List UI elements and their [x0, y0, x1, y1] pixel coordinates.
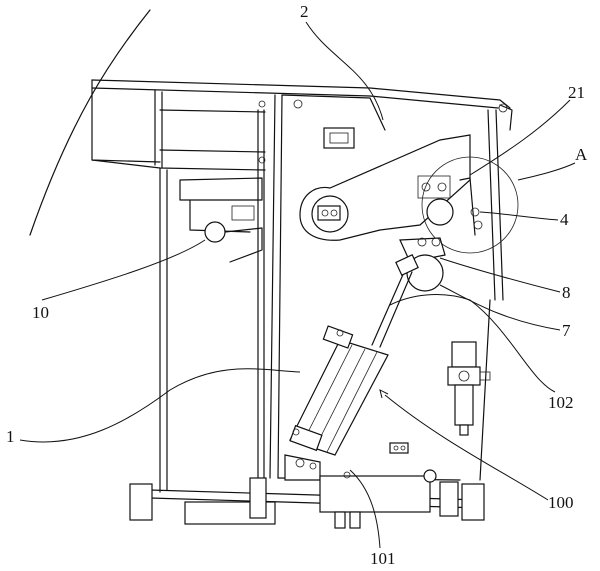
label-7: 7 [562, 321, 571, 340]
right-frame [479, 103, 513, 481]
detail-circle-a [421, 156, 519, 254]
label-101: 101 [370, 549, 396, 568]
label-102: 102 [548, 393, 574, 412]
piston-rod-102 [371, 254, 419, 348]
label-4: 4 [560, 210, 569, 229]
label-10: 10 [32, 303, 49, 322]
label-1: 1 [6, 427, 15, 446]
label-a: A [575, 145, 588, 164]
base-mount-101 [284, 454, 321, 481]
label-21: 21 [568, 83, 585, 102]
label-100: 100 [548, 493, 574, 512]
leader-lines [19, 21, 576, 549]
filter-regulator-unit [447, 341, 491, 436]
background-arc [29, 9, 151, 236]
mount-plate-top [323, 127, 355, 149]
label-2: 2 [300, 2, 309, 21]
top-beam [91, 79, 511, 171]
base-frame [129, 469, 485, 529]
cylinder-100 [289, 325, 389, 456]
fitting-small [389, 442, 409, 454]
bracket-10 [179, 177, 263, 263]
label-8: 8 [562, 283, 571, 302]
left-frame-column [159, 109, 265, 493]
